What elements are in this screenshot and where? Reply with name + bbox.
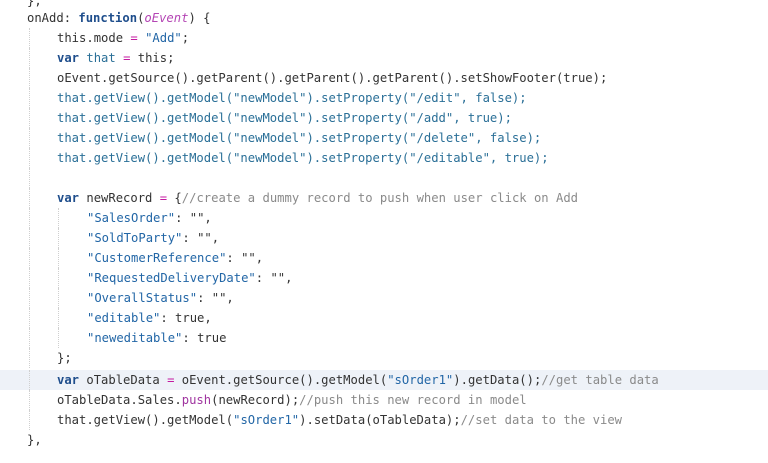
code-line: that.getView().getModel("newModel").setP… (0, 108, 768, 128)
indent-guide (29, 268, 30, 288)
indent-guide (58, 328, 59, 348)
code-line: var that = this; (0, 48, 768, 68)
indent-guide (29, 148, 30, 168)
code-line: that.getView().getModel("newModel").setP… (0, 88, 768, 108)
indent-guide (29, 188, 30, 208)
indent-guide (29, 370, 30, 390)
indent-guide (29, 108, 30, 128)
code-comment: //create a dummy record to push when use… (181, 191, 578, 205)
code-comment: //push this new record in model (299, 393, 527, 407)
indent-guide (29, 208, 30, 228)
code-comment: //get table data (541, 373, 659, 387)
indent-guide (29, 328, 30, 348)
code-line: that.getView().getModel("newModel").setP… (0, 128, 768, 148)
code-line: "SalesOrder": "", (0, 208, 768, 228)
code-line: }; (0, 348, 768, 368)
code-line-current[interactable]: var oTableData = oEvent.getSource().getM… (0, 370, 768, 390)
closing-brace: }, (27, 433, 42, 447)
indent-guide (58, 228, 59, 248)
code-line: this.mode = "Add"; (0, 28, 768, 48)
indent-guide (58, 208, 59, 228)
code-line: "editable": true, (0, 308, 768, 328)
closing-brace: }, (27, 0, 42, 8)
code-line: }, (0, 430, 768, 450)
code-line: oEvent.getSource().getParent().getParent… (0, 68, 768, 88)
indent-guide (29, 308, 30, 328)
indent-guide (29, 168, 30, 188)
indent-guide (29, 348, 30, 368)
indent-guide (29, 390, 30, 410)
indent-guide (29, 68, 30, 88)
method-name: onAdd (27, 11, 64, 25)
indent-guide (58, 308, 59, 328)
indent-guide (29, 248, 30, 268)
indent-guide (29, 88, 30, 108)
indent-guide (29, 128, 30, 148)
indent-guide (29, 48, 30, 68)
code-line: "CustomerReference": "", (0, 248, 768, 268)
function-keyword: function (78, 11, 138, 25)
parameter-oevent: oEvent (144, 11, 189, 25)
code-line: that.getView().getModel("newModel").setP… (0, 148, 768, 168)
indent-guide (29, 228, 30, 248)
indent-guide (58, 248, 59, 268)
code-line: "neweditable": true (0, 328, 768, 348)
code-line: "RequestedDeliveryDate": "", (0, 268, 768, 288)
code-line-function-declaration: onAdd: function(oEvent) { (27, 11, 211, 25)
code-line: var newRecord = {//create a dummy record… (0, 188, 768, 208)
code-line: "SoldToParty": "", (0, 228, 768, 248)
code-line: }, (0, 0, 768, 11)
indent-guide (29, 28, 30, 48)
code-line: that.getView().getModel("sOrder1").setDa… (0, 410, 768, 430)
code-comment: //set data to the view (460, 413, 623, 427)
indent-guide (58, 268, 59, 288)
code-line: oTableData.Sales.push(newRecord);//push … (0, 390, 768, 410)
code-line: "OverallStatus": "", (0, 288, 768, 308)
indent-guide (58, 288, 59, 308)
code-line-blank (0, 168, 768, 188)
indent-guide (29, 410, 30, 430)
indent-guide (29, 288, 30, 308)
